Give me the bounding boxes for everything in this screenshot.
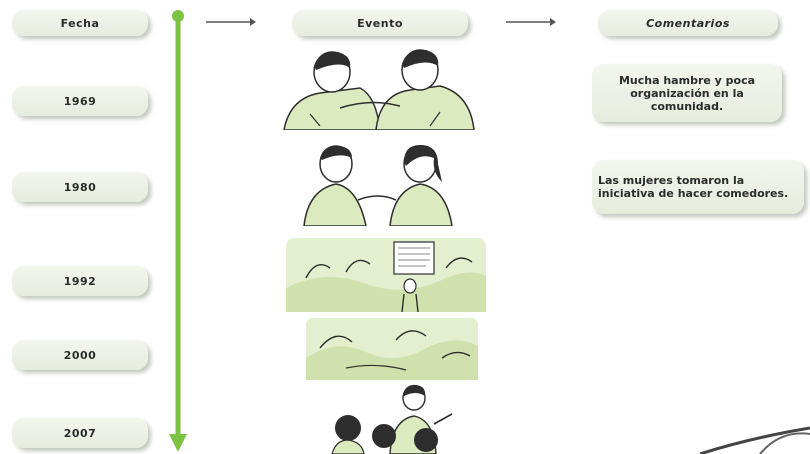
date-2007: 2007 — [12, 418, 148, 448]
date-1992: 1992 — [12, 266, 148, 296]
date-1980: 1980 — [12, 172, 148, 202]
group-meeting-icon — [318, 384, 478, 454]
two-men-talking-icon — [280, 48, 476, 130]
corner-curve-decoration — [700, 426, 810, 454]
header-evento: Evento — [292, 10, 468, 36]
man-woman-talking-icon — [296, 142, 464, 226]
header-fecha: Fecha — [12, 10, 148, 36]
comment-1980: Las mujeres tomaron la iniciativa de hac… — [592, 160, 804, 214]
landscape-icon — [306, 318, 478, 380]
date-1969: 1969 — [12, 86, 148, 116]
community-work-icon — [286, 228, 486, 312]
date-2000: 2000 — [12, 340, 148, 370]
arrow-right-icon — [206, 18, 256, 26]
header-comentarios: Comentarios — [598, 10, 778, 36]
comment-1969: Mucha hambre y poca organización en la c… — [592, 64, 782, 122]
arrow-right-icon — [506, 18, 556, 26]
